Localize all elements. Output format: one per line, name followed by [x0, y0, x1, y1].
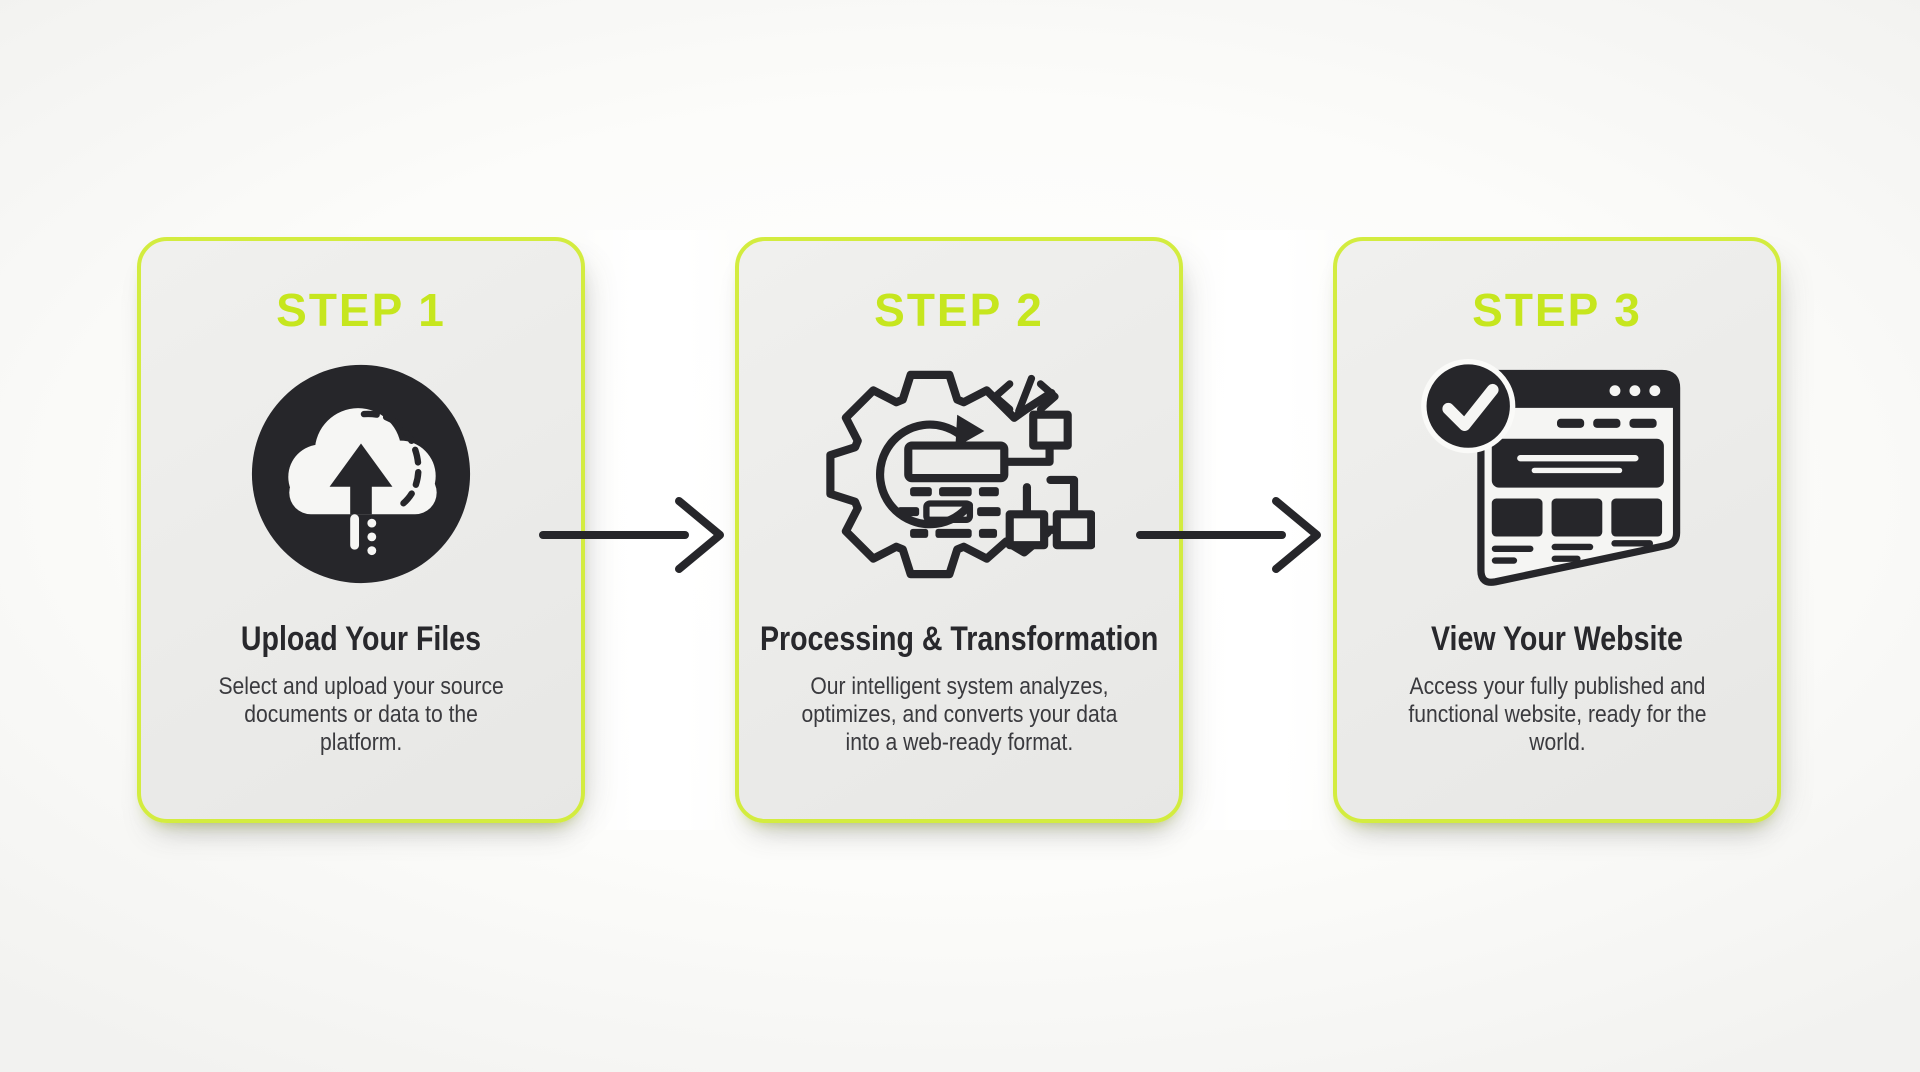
step-card-2: STEP 2 — [735, 237, 1183, 823]
step-3-label: STEP 3 — [1472, 284, 1642, 336]
step-3-title: View Your Website — [1431, 620, 1683, 658]
step-card-1: STEP 1 Upload Your Files Se — [137, 237, 585, 823]
description-line: platform. — [319, 729, 403, 756]
step-1-description: Select and upload your source documents … — [199, 673, 523, 757]
description-line: Select and upload your source — [218, 673, 504, 700]
description-line: optimizes, and converts your data — [801, 701, 1117, 728]
description-line: Access your fully published and — [1409, 673, 1705, 700]
step-2-label: STEP 2 — [874, 284, 1044, 336]
gear-processing-icon-svg — [826, 370, 1095, 578]
description-line: into a web-ready format. — [845, 729, 1073, 756]
description-line: world. — [1528, 729, 1586, 756]
right-arrow-icon — [1136, 497, 1321, 573]
gear-processing-icon — [823, 355, 1095, 593]
right-arrow-icon — [539, 497, 724, 573]
website-check-icon-svg — [1421, 358, 1681, 586]
step-3-description: Access your fully published and function… — [1388, 673, 1727, 757]
cloud-upload-icon-svg — [251, 364, 471, 584]
description-line: functional website, ready for the — [1407, 701, 1707, 728]
step-card-3: STEP 3 — [1333, 237, 1781, 823]
step-2-title: Processing & Transformation — [759, 620, 1159, 658]
cloud-upload-icon — [248, 355, 474, 593]
step-2-description: Our intelligent system analyzes, optimiz… — [780, 673, 1139, 757]
description-line: Our intelligent system analyzes, — [809, 673, 1109, 700]
website-check-icon — [1421, 355, 1693, 593]
step-1-title: Upload Your Files — [240, 620, 482, 658]
description-line: documents or data to the — [244, 701, 478, 728]
step-1-label: STEP 1 — [276, 284, 446, 336]
